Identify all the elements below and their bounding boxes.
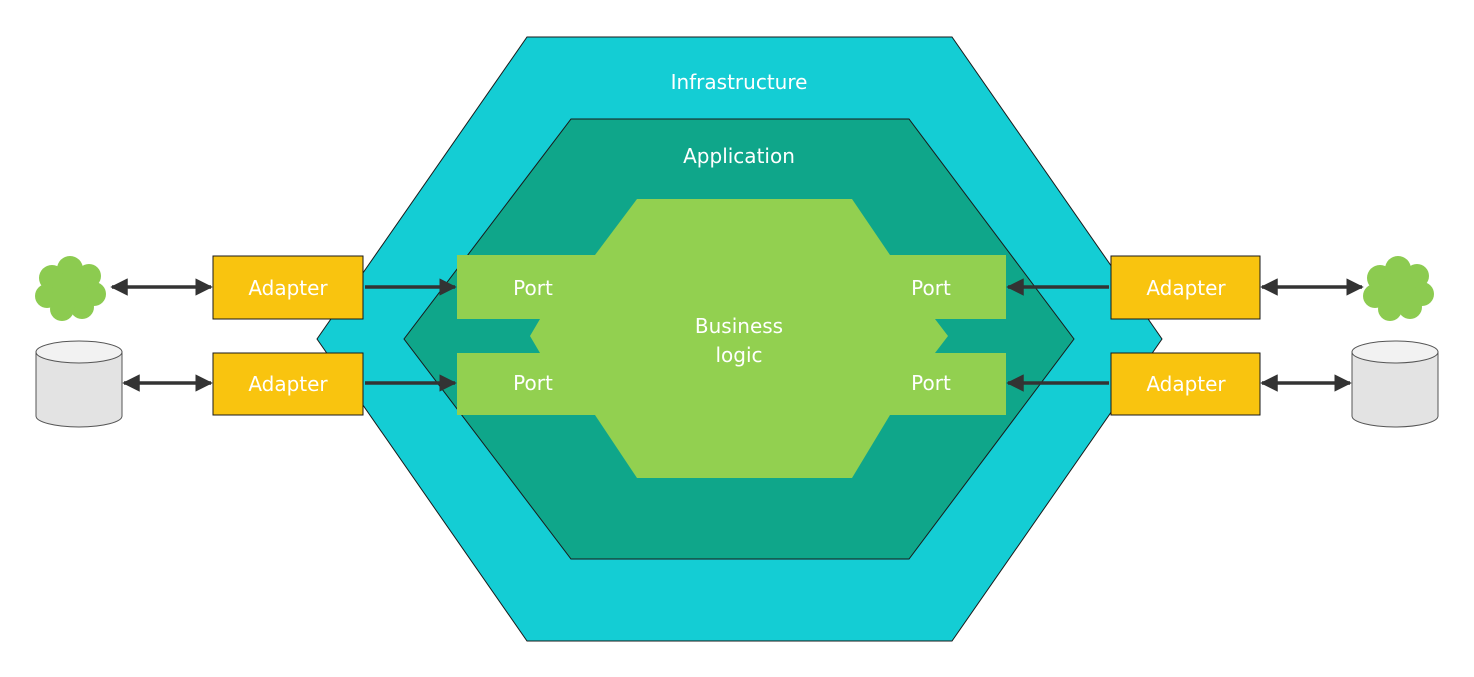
cloud-icon xyxy=(35,256,106,321)
adapter-right-top: Adapter xyxy=(1110,255,1261,320)
port-right-top: Port xyxy=(911,276,951,300)
cloud-icon xyxy=(1363,256,1434,321)
adapter-left-top: Adapter xyxy=(212,255,364,320)
business-logic-label-line2: logic xyxy=(715,343,762,367)
business-logic-label-line1: Business xyxy=(695,314,783,338)
adapter-right-bottom: Adapter xyxy=(1110,352,1261,416)
adapter-right-top-label: Adapter xyxy=(1146,276,1226,300)
port-left-top: Port xyxy=(513,276,553,300)
database-icon xyxy=(1351,340,1439,428)
infrastructure-label: Infrastructure xyxy=(671,70,808,94)
application-label: Application xyxy=(683,144,795,168)
database-icon xyxy=(35,340,123,428)
adapter-left-bottom-label: Adapter xyxy=(248,372,328,396)
business-logic-hexagon xyxy=(457,199,1006,478)
port-right-bottom: Port xyxy=(911,371,951,395)
adapter-left-bottom: Adapter xyxy=(212,352,364,416)
adapter-right-bottom-label: Adapter xyxy=(1146,372,1226,396)
port-left-bottom: Port xyxy=(513,371,553,395)
adapter-left-top-label: Adapter xyxy=(248,276,328,300)
